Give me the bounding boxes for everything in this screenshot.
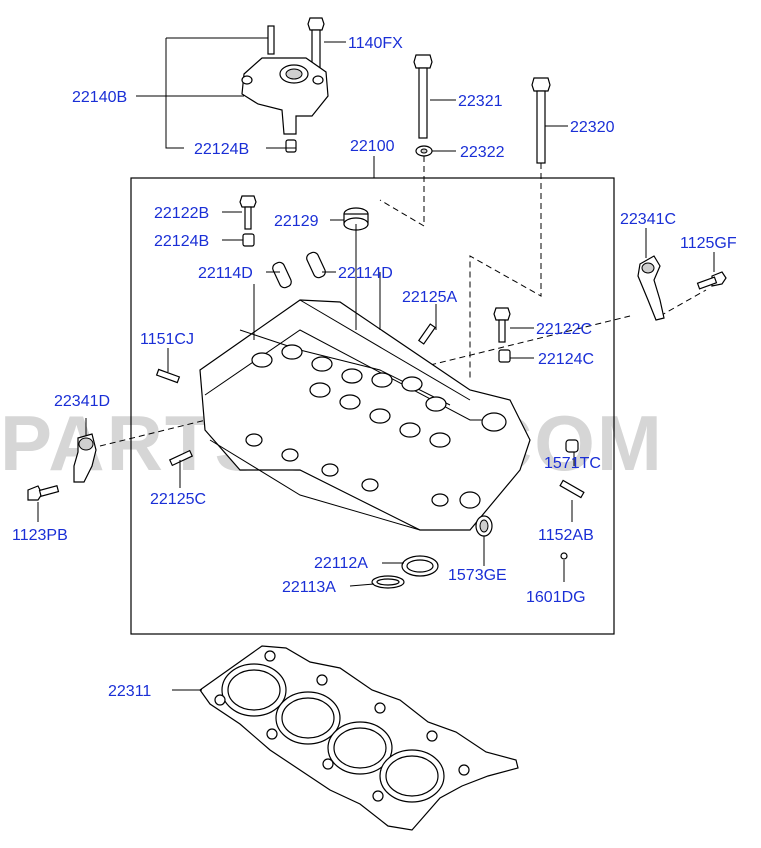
bolt-22320 bbox=[531, 77, 551, 164]
callout-1151CJ[interactable]: 1151CJ bbox=[140, 331, 194, 348]
stud-22125A bbox=[417, 323, 437, 345]
bracket-22341D bbox=[73, 433, 97, 483]
guide-22114D-right bbox=[306, 251, 326, 279]
callout-22341C[interactable]: 22341C bbox=[620, 211, 676, 228]
dowel-22124B-top bbox=[285, 139, 297, 153]
bracket-22341C bbox=[637, 255, 665, 321]
callout-22125A[interactable]: 22125A bbox=[402, 289, 457, 306]
callout-22124B[interactable]: 22124B bbox=[154, 233, 209, 250]
seal-1573GE bbox=[475, 515, 493, 537]
callout-1123PB[interactable]: 1123PB bbox=[12, 527, 68, 544]
callout-1571TC[interactable]: 1571TC bbox=[544, 455, 601, 472]
callout-1601DG[interactable]: 1601DG bbox=[526, 589, 586, 606]
top-stud bbox=[267, 25, 275, 55]
camshaft-journals bbox=[245, 344, 507, 509]
callout-22311[interactable]: 22311 bbox=[108, 683, 151, 700]
callout-22122B[interactable]: 22122B bbox=[154, 205, 209, 222]
callout-1140FX[interactable]: 1140FX bbox=[348, 35, 403, 52]
callout-22122C[interactable]: 22122C bbox=[536, 321, 592, 338]
callout-22321[interactable]: 22321 bbox=[458, 93, 503, 110]
ring-22112A bbox=[401, 555, 439, 577]
cylinder-head-22100 bbox=[199, 299, 531, 531]
head-gasket-22311 bbox=[199, 645, 519, 831]
callout-22113A[interactable]: 22113A bbox=[282, 579, 336, 596]
assembly-frame bbox=[130, 177, 615, 635]
guide-22114D-left bbox=[272, 261, 292, 289]
bolt-1125GF bbox=[696, 271, 727, 290]
bolt-22122C bbox=[493, 307, 511, 343]
bolt-22122B bbox=[239, 195, 257, 230]
pin-1152AB bbox=[559, 479, 585, 499]
callout-22112A[interactable]: 22112A bbox=[314, 555, 368, 572]
callout-22114D-right[interactable]: 22114D bbox=[338, 265, 393, 282]
plug-1571TC bbox=[565, 439, 579, 453]
washer-22322 bbox=[415, 145, 433, 157]
callout-22320[interactable]: 22320 bbox=[570, 119, 615, 136]
housing-22140B bbox=[241, 57, 329, 135]
callout-22341D[interactable]: 22341D bbox=[54, 393, 110, 410]
plug-1601DG bbox=[560, 552, 568, 560]
callout-22125C[interactable]: 22125C bbox=[150, 491, 206, 508]
pin-1151CJ bbox=[155, 368, 181, 384]
bolt-1123PB bbox=[27, 485, 60, 501]
bolt-22321 bbox=[413, 54, 433, 139]
callout-22114D-left[interactable]: 22114D bbox=[198, 265, 253, 282]
ring-22113A bbox=[371, 575, 405, 589]
callout-22100[interactable]: 22100 bbox=[350, 138, 395, 155]
stud-22125C bbox=[168, 449, 194, 467]
callout-22322[interactable]: 22322 bbox=[460, 144, 505, 161]
dowel-22124C bbox=[498, 349, 511, 363]
callout-1152AB[interactable]: 1152AB bbox=[538, 527, 594, 544]
callout-22124B-top[interactable]: 22124B bbox=[194, 141, 249, 158]
callout-22124C[interactable]: 22124C bbox=[538, 351, 594, 368]
callout-22140B[interactable]: 22140B bbox=[72, 89, 127, 106]
callout-22129[interactable]: 22129 bbox=[274, 213, 319, 230]
callout-1573GE[interactable]: 1573GE bbox=[448, 567, 507, 584]
callout-1125GF[interactable]: 1125GF bbox=[680, 235, 737, 252]
dowel-22124B bbox=[242, 233, 255, 247]
